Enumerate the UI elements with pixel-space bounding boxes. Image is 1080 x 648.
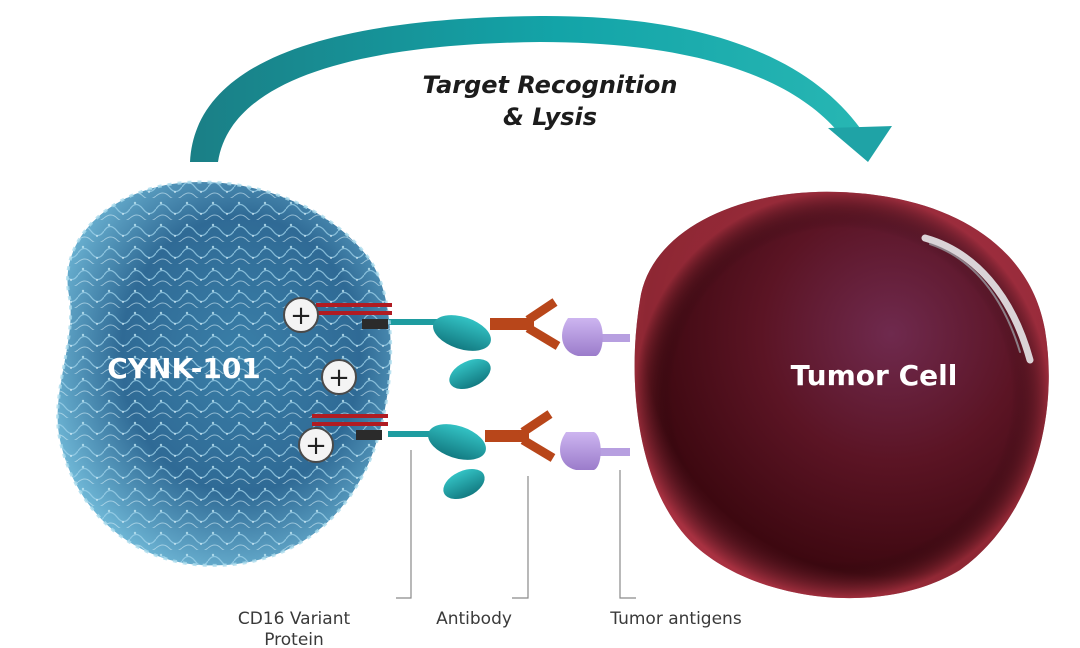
antigen-leader-line [619, 470, 636, 599]
title-line-1: Target Recognition [423, 71, 678, 99]
cd16-protein-top [316, 303, 392, 329]
title-line-2: & Lysis [503, 103, 597, 131]
cd16-leader-line [396, 450, 412, 599]
cd16-label-line-1: CD16 Variant [238, 609, 351, 629]
tumor-antigen-top [562, 318, 630, 356]
antibody-top [388, 298, 561, 390]
antibody-leader-line [512, 476, 529, 599]
plus-sign-2: + [321, 359, 357, 395]
plus-sign-3: + [298, 427, 334, 463]
tumor-cell [634, 191, 1049, 599]
svg-text:+: + [328, 363, 350, 393]
nk-cell-label: CYNK-101 [107, 352, 261, 385]
cd16-protein-bottom [312, 414, 388, 440]
plus-sign-1: + [283, 297, 319, 333]
nk-cell [56, 180, 393, 567]
svg-text:+: + [290, 301, 312, 331]
tumor-antigen-bottom [560, 432, 630, 470]
recognition-arrow [190, 15, 892, 162]
antibody-label: Antibody [436, 609, 512, 629]
svg-text:+: + [305, 431, 327, 461]
tumor-antigens-label: Tumor antigens [609, 609, 742, 629]
tumor-cell-label: Tumor Cell [791, 359, 958, 392]
antibody-bottom [388, 410, 556, 500]
cd16-label-line-2: Protein [264, 630, 324, 648]
